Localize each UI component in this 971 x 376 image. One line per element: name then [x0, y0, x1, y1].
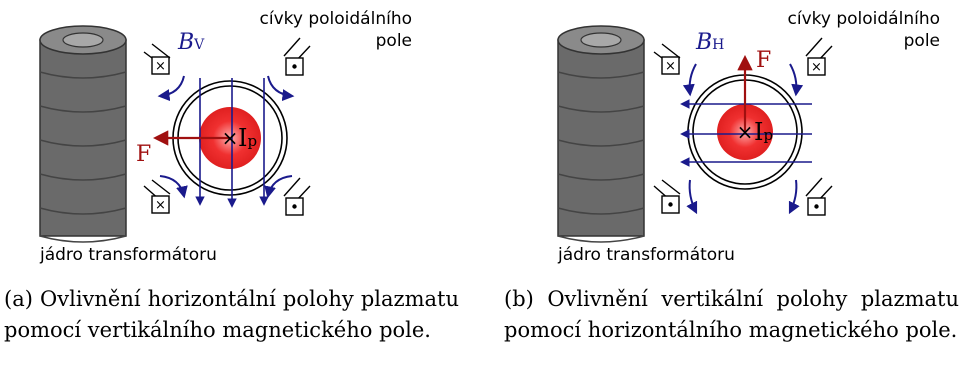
current-label: Ip: [754, 118, 773, 146]
current-into-page-icon: ×: [222, 126, 239, 150]
current-subscript: p: [763, 126, 774, 144]
svg-text:×: ×: [665, 59, 676, 74]
field-subscript: V: [194, 37, 205, 53]
current-subscript: p: [247, 132, 258, 150]
horizontal-field-lines: [680, 99, 812, 167]
coil-label-line1: cívky poloidálního: [259, 9, 412, 29]
caption-text: Ovlivnění vertikální polohy plazmatu pom…: [504, 287, 959, 342]
coil-top-left: ×: [143, 43, 171, 75]
transformer-core: [557, 25, 645, 243]
current-label: Ip: [238, 124, 257, 152]
transformer-core: [39, 25, 127, 243]
coil-top-right: ×: [805, 37, 833, 76]
caption-a: (a) Ovlivnění horizontální polohy plazma…: [4, 284, 459, 346]
panel-a: × ×: [0, 0, 470, 376]
field-symbol: B: [178, 30, 195, 55]
field-symbol: B: [696, 30, 713, 55]
panel-b: × ×: [500, 0, 970, 376]
vertical-field-lines: [195, 78, 269, 208]
diagram-b: × ×: [557, 25, 833, 243]
coil-label: cívky poloidálního pole: [232, 8, 412, 52]
core-label: jádro transformátoru: [558, 245, 735, 265]
current-into-page-icon: ×: [737, 120, 754, 144]
force-label: F: [756, 48, 772, 73]
caption-number: (b): [504, 287, 534, 311]
current-symbol: I: [754, 118, 764, 146]
coil-bottom-right: [805, 177, 833, 216]
current-symbol: I: [238, 124, 248, 152]
svg-text:×: ×: [811, 60, 822, 75]
svg-text:×: ×: [155, 198, 166, 213]
field-subscript: H: [712, 37, 725, 53]
force-label: F: [136, 142, 152, 167]
coil-label-line1: cívky poloidálního: [787, 9, 940, 29]
coil-top-left: ×: [653, 43, 681, 75]
coil-bottom-left: ×: [143, 179, 171, 214]
diagram-a: × ×: [39, 25, 311, 243]
coil-bottom-left: [653, 179, 681, 214]
field-label: BV: [178, 30, 204, 55]
coil-top-right: [283, 37, 311, 76]
coil-field-arrows: [682, 63, 804, 215]
coil-label: cívky poloidálního pole: [750, 8, 940, 52]
coil-label-line2: pole: [375, 31, 412, 51]
coil-bottom-right: [283, 177, 311, 216]
caption-b: (b) Ovlivnění vertikální polohy plazmatu…: [504, 284, 959, 346]
caption-number: (a): [4, 287, 33, 311]
svg-text:×: ×: [155, 59, 166, 74]
coil-label-line2: pole: [903, 31, 940, 51]
coil-field-arrows: [157, 75, 295, 199]
caption-text: Ovlivnění horizontální polohy plazmatu p…: [4, 287, 459, 342]
field-label: BH: [696, 30, 724, 55]
core-label: jádro transformátoru: [40, 245, 217, 265]
